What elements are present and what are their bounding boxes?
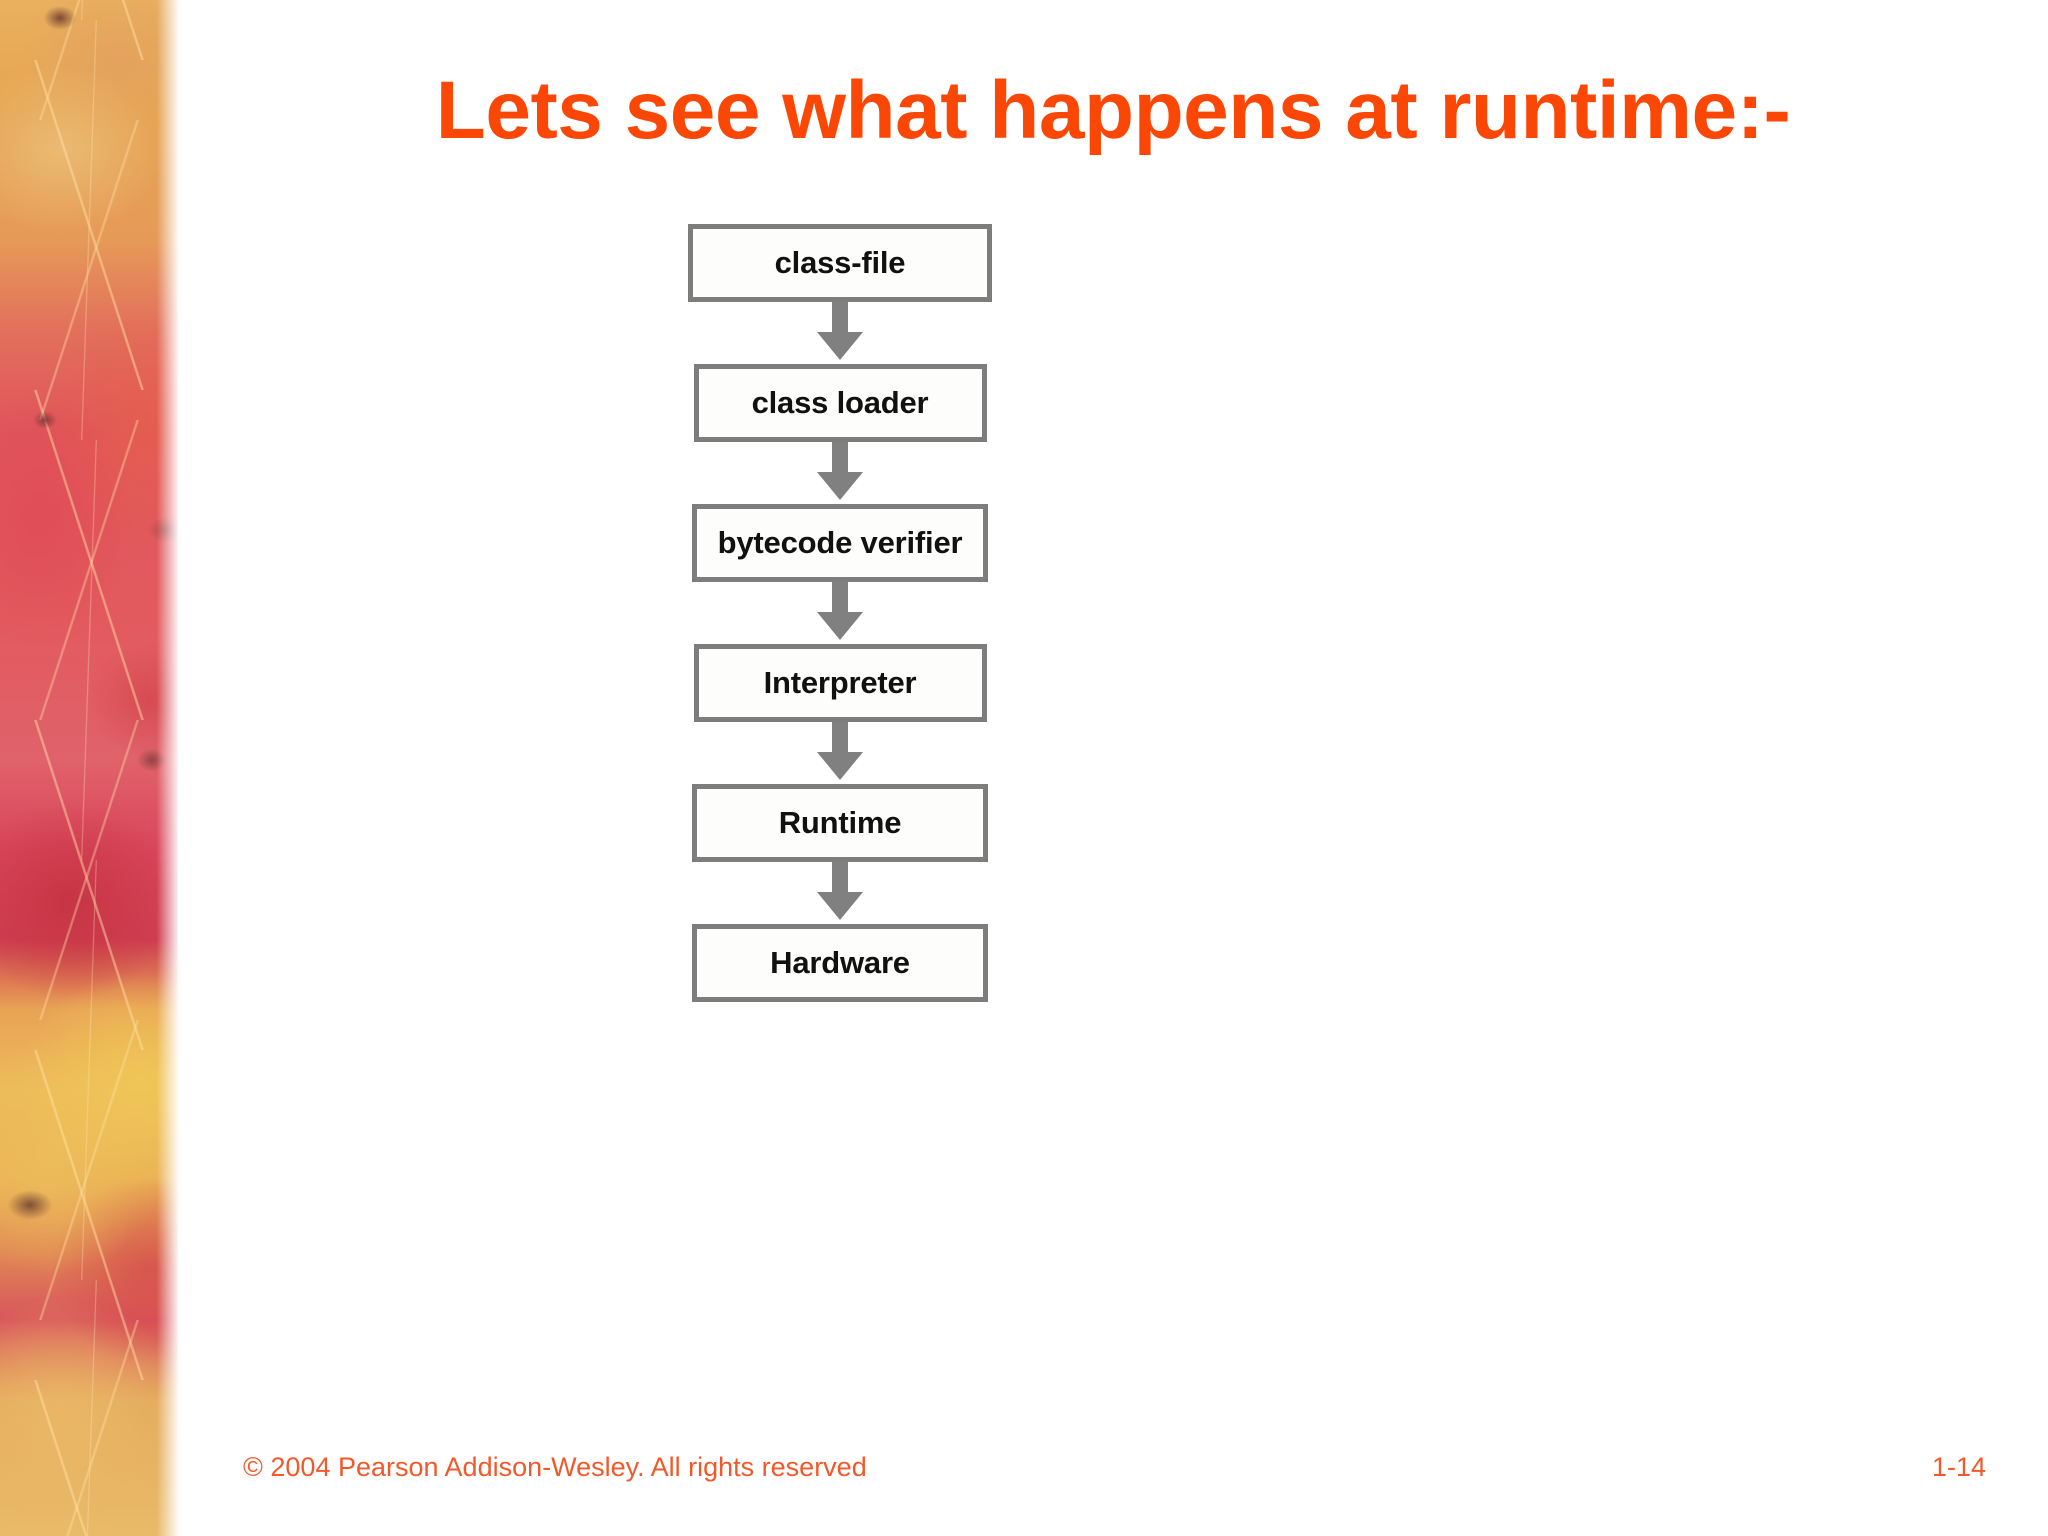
down-arrow-icon <box>813 302 867 364</box>
leaf-edge-fade <box>0 0 178 1536</box>
down-arrow-icon <box>813 582 867 644</box>
flow-node-class-file: class-file <box>688 224 992 302</box>
flow-node-bytecode-verifier: bytecode verifier <box>692 504 988 582</box>
flow-node-runtime: Runtime <box>692 784 988 862</box>
flow-node-class-loader: class loader <box>693 364 987 442</box>
java-runtime-flowchart: class-file class loader bytecode verifie… <box>688 224 992 1002</box>
footer-page-number: 1-14 <box>1931 1452 1986 1482</box>
down-arrow-icon <box>813 862 867 924</box>
autumn-leaves-border <box>0 0 178 1536</box>
down-arrow-icon <box>813 442 867 504</box>
page-title: Lets see what happens at runtime:- <box>435 65 1791 156</box>
flow-node-hardware: Hardware <box>692 924 988 1002</box>
down-arrow-icon <box>813 722 867 784</box>
footer-copyright: © 2004 Pearson Addison-Wesley. All right… <box>243 1452 867 1482</box>
flow-node-interpreter: Interpreter <box>693 644 987 722</box>
